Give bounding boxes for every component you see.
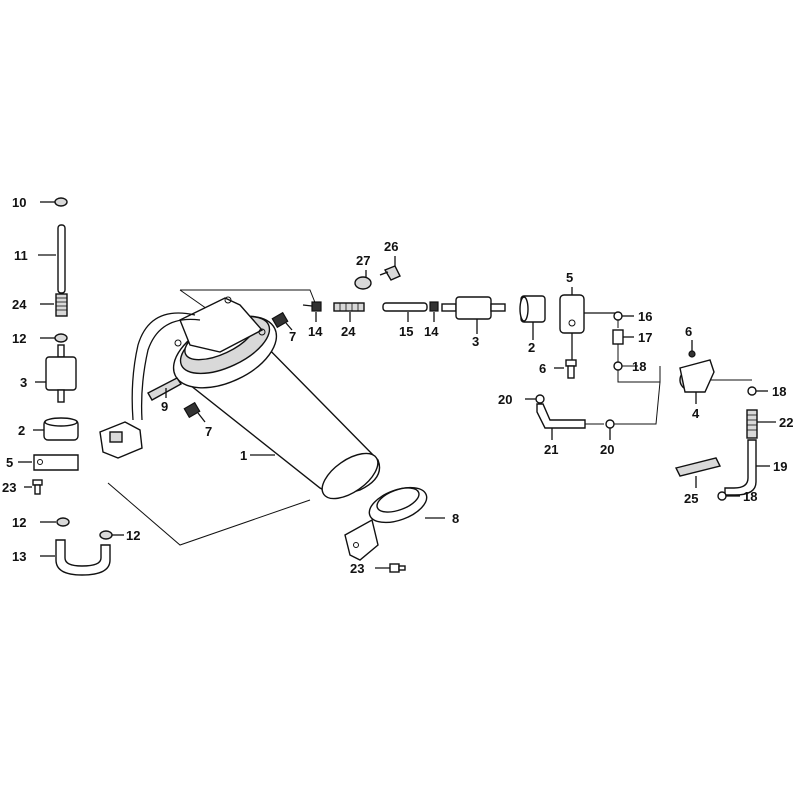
callout-7: 7: [205, 424, 212, 439]
part-clamp-12a: [40, 333, 68, 343]
callout-26: 26: [384, 239, 398, 254]
part-bolt-7a: [271, 311, 293, 331]
part-clamp-20b: [605, 419, 615, 429]
callout-5: 5: [6, 455, 13, 470]
callout-2: 2: [18, 423, 25, 438]
part-pad-25: [674, 457, 722, 477]
part-band-8: [344, 486, 445, 561]
part-clamp-10: [40, 197, 68, 207]
callout-24: 24: [341, 324, 356, 339]
part-u-hose-13: [40, 539, 111, 576]
part-bracket-5b: [559, 287, 615, 334]
part-clamp-18b: [747, 386, 757, 396]
leader-lines: [302, 304, 776, 497]
part-bracket-5a: [18, 454, 79, 471]
callout-18: 18: [743, 489, 757, 504]
part-spring-24a: [40, 293, 68, 317]
callout-5: 5: [566, 270, 573, 285]
callout-8: 8: [452, 511, 459, 526]
part-clamp-18a: [613, 361, 623, 371]
callout-18: 18: [772, 384, 786, 399]
callout-9: 9: [161, 399, 168, 414]
part-clamp-18c: [717, 491, 727, 501]
callout-14: 14: [424, 324, 439, 339]
callout-15: 15: [399, 324, 413, 339]
part-rubber-2a: [33, 417, 79, 441]
part-valve-4: [679, 340, 715, 404]
part-hose-21: [536, 403, 604, 429]
part-clamp-16: [613, 311, 623, 321]
part-clamp-12b: [40, 517, 70, 527]
part-filter-3a: [35, 344, 77, 403]
callout-22: 22: [779, 415, 793, 430]
part-clamp-12c: [99, 530, 124, 540]
part-spring-24b: [333, 302, 365, 312]
part-hose-11: [38, 224, 66, 294]
callout-27: 27: [356, 253, 370, 268]
part-bolt-23b: [375, 563, 406, 573]
part-bolt-27: [354, 270, 372, 290]
callout-6: 6: [539, 361, 546, 376]
callout-12: 12: [12, 515, 26, 530]
part-bolt-26: [379, 256, 401, 281]
part-bolt-7b: [183, 401, 206, 423]
callout-11: 11: [14, 248, 28, 263]
part-filter-3b: [441, 296, 506, 320]
part-clamp-14a: [311, 301, 322, 312]
callout-17: 17: [638, 330, 652, 345]
callout-18: 18: [632, 359, 646, 374]
callout-3: 3: [472, 334, 479, 349]
callout-20: 20: [498, 392, 512, 407]
callout-23: 23: [350, 561, 364, 576]
callout-3: 3: [20, 375, 27, 390]
part-rubber-2b: [519, 295, 546, 323]
part-fitting-17: [612, 329, 624, 345]
callout-labels: 10 11 24 12 3 2 5 23 12 12 13 27 26 14 2…: [2, 195, 793, 576]
callout-24: 24: [12, 297, 27, 312]
part-pad-9: [147, 377, 183, 401]
callout-21: 21: [544, 442, 558, 457]
part-bolt-6a: [554, 333, 577, 379]
callout-4: 4: [692, 406, 700, 421]
callout-7: 7: [289, 329, 296, 344]
callout-19: 19: [773, 459, 787, 474]
callout-1: 1: [240, 448, 247, 463]
part-hose-15: [382, 302, 428, 312]
callout-25: 25: [684, 491, 698, 506]
callout-23: 23: [2, 480, 16, 495]
part-hose-19: [724, 439, 757, 496]
callout-20: 20: [600, 442, 614, 457]
part-bolt-23a: [24, 479, 43, 495]
part-spring-22: [746, 409, 758, 439]
connection-lines: [612, 320, 752, 425]
part-clamp-14b: [429, 301, 439, 312]
part-clamp-20a: [525, 394, 545, 404]
callout-6: 6: [685, 324, 692, 339]
part-pump-1: [99, 296, 381, 500]
callout-12: 12: [126, 528, 140, 543]
callout-13: 13: [12, 549, 26, 564]
callout-12: 12: [12, 331, 26, 346]
callout-16: 16: [638, 309, 652, 324]
callout-10: 10: [12, 195, 26, 210]
callout-14: 14: [308, 324, 323, 339]
callout-2: 2: [528, 340, 535, 355]
